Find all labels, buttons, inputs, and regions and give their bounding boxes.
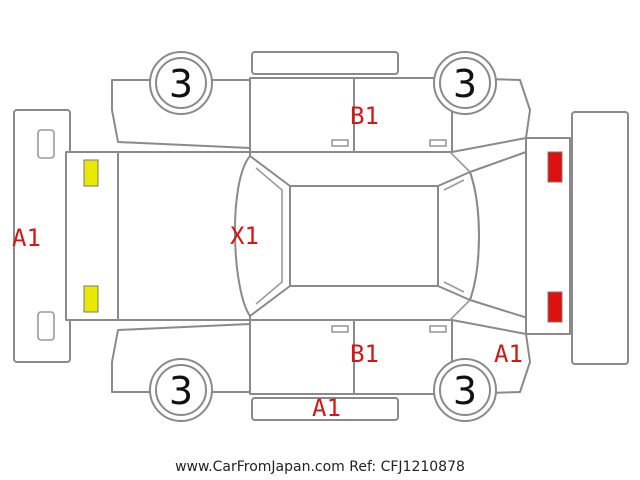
damage-code-left-doors: B1 [350, 102, 379, 130]
rear-lamp-left [83, 159, 99, 187]
damage-code-right-doors: B1 [350, 340, 379, 368]
rear-lamp-right [83, 285, 99, 313]
wheel-rear-left: 3 [149, 51, 213, 115]
damage-code-right-rocker: A1 [312, 394, 341, 422]
left-side-panels [111, 77, 531, 153]
front-lamp-right [547, 291, 563, 323]
wheel-front-left: 3 [433, 51, 497, 115]
car-body-top-view [65, 137, 571, 335]
wheel-front-left-grade: 3 [453, 62, 477, 106]
damage-code-rear-bumper: A1 [12, 224, 41, 252]
reference-footer: www.CarFromJapan.com Ref: CFJ1210878 [175, 459, 465, 475]
front-bumper [571, 111, 629, 365]
damage-code-roof: X1 [230, 222, 259, 250]
front-lamp-left [547, 151, 563, 183]
wheel-rear-right: 3 [149, 358, 213, 422]
damage-code-front-right-quarter: A1 [494, 340, 523, 368]
right-rocker-panel [251, 397, 399, 421]
front-lamps [547, 151, 563, 323]
wheel-rear-left-grade: 3 [169, 62, 193, 106]
wheel-rear-right-grade: 3 [169, 369, 193, 413]
wheel-front-right: 3 [433, 358, 497, 422]
rear-lamps [83, 159, 99, 313]
left-rocker-panel [251, 51, 399, 75]
wheel-front-right-grade: 3 [453, 369, 477, 413]
